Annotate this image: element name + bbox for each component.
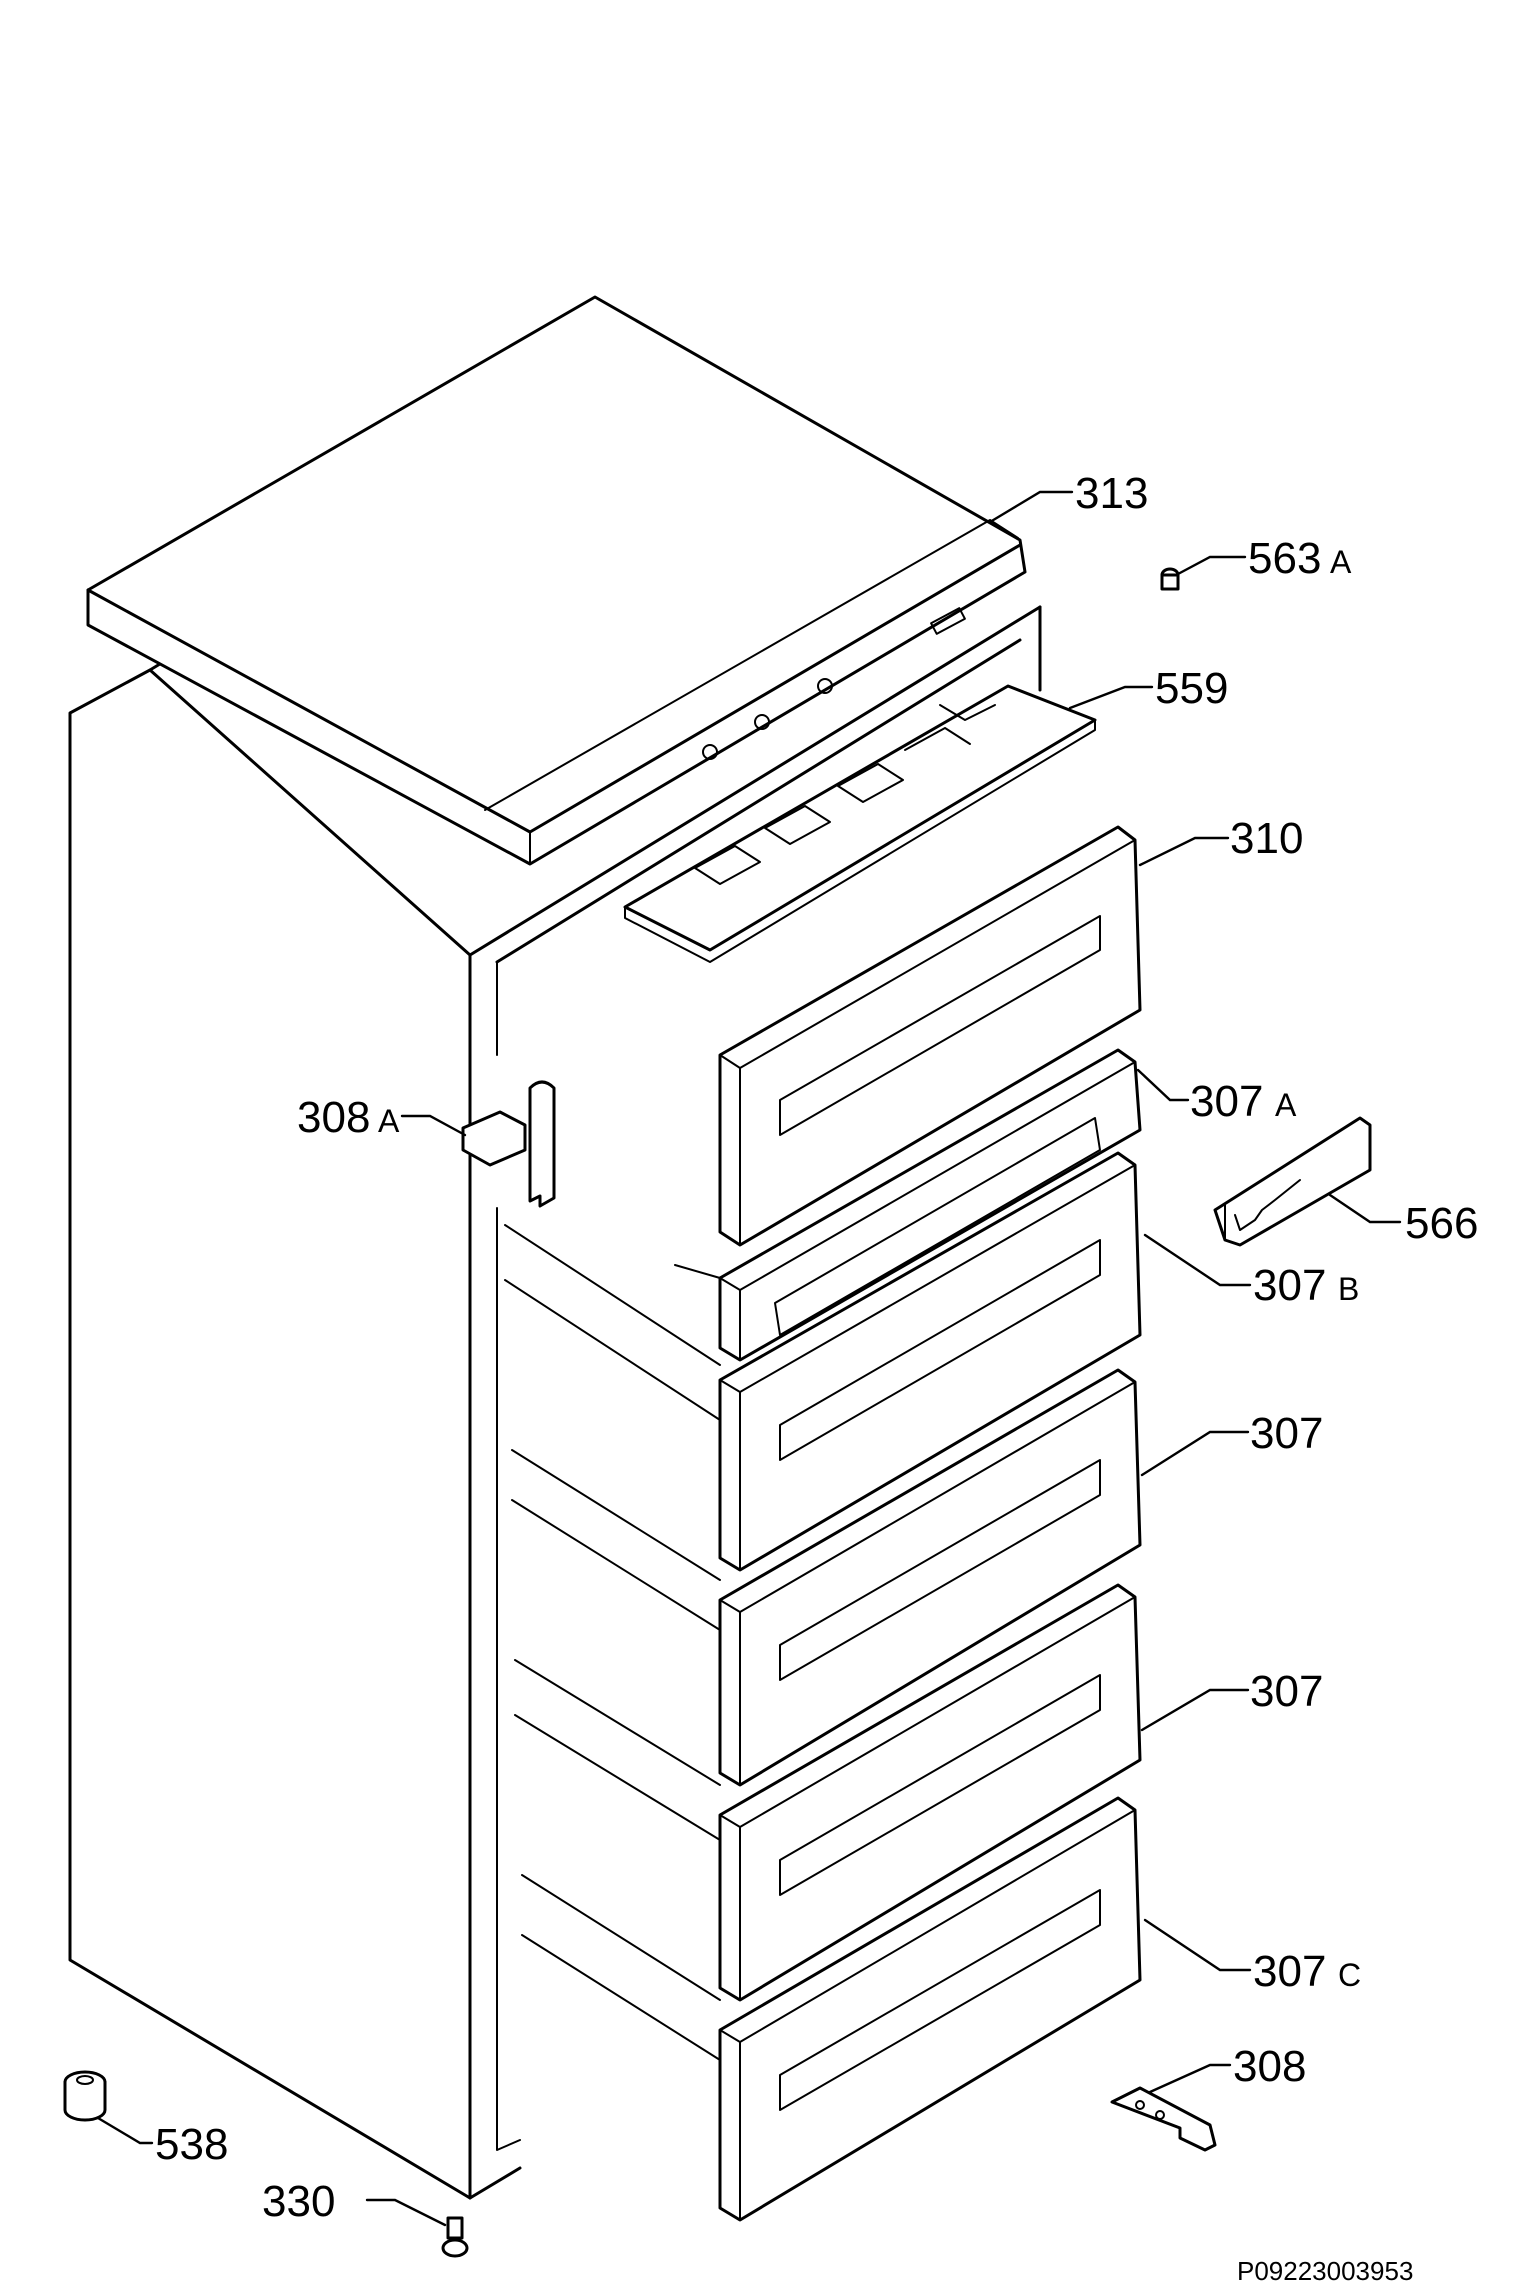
drawer-307-lower xyxy=(718,1583,1142,2002)
callout-307B: 307 xyxy=(1253,1261,1326,1310)
callout-559: 559 xyxy=(1155,664,1228,713)
drawer-307B xyxy=(718,1151,1142,1572)
drawer-307C xyxy=(718,1796,1142,2222)
callout-310: 310 xyxy=(1230,814,1303,863)
freezer-cabinet xyxy=(68,388,1042,2200)
callout-307B-suffix: B xyxy=(1338,1271,1359,1307)
control-panel-insert xyxy=(623,684,1097,963)
callout-330: 330 xyxy=(262,2177,335,2226)
callout-308: 308 xyxy=(1233,2042,1306,2091)
plug-563A xyxy=(1160,567,1180,591)
hinge-308A xyxy=(461,1080,556,1208)
callout-538: 538 xyxy=(155,2120,228,2169)
callout-307A-suffix: A xyxy=(1275,1087,1297,1123)
drawer-307-upper xyxy=(718,1368,1142,1787)
callout-307A: 307 xyxy=(1190,1077,1263,1126)
callout-307-lower: 307 xyxy=(1250,1667,1323,1716)
callout-308A: 308 xyxy=(297,1093,370,1142)
callout-307C-suffix: C xyxy=(1338,1957,1361,1993)
drawer-307A xyxy=(674,1048,1142,1362)
callout-566: 566 xyxy=(1405,1199,1478,1248)
hinge-plate-308 xyxy=(1110,2086,1217,2152)
drawing-code: P09223003953 xyxy=(1237,2256,1413,2286)
callout-307-upper: 307 xyxy=(1250,1409,1323,1458)
callout-563A: 563 xyxy=(1248,534,1321,583)
drawer-flap-310 xyxy=(718,825,1142,1247)
leader-lines xyxy=(96,490,1402,2227)
callout-308A-suffix: A xyxy=(378,1103,400,1139)
callout-labels: 313 563 A 559 310 307 A 308 A 566 307 B … xyxy=(155,469,1478,2226)
screw-330 xyxy=(441,2216,469,2258)
top-cover-lid xyxy=(86,295,1027,866)
ice-tray-566 xyxy=(1213,1116,1372,1247)
callout-307C: 307 xyxy=(1253,1947,1326,1996)
callout-313: 313 xyxy=(1075,469,1148,518)
foot-538 xyxy=(63,2070,107,2122)
callout-563A-suffix: A xyxy=(1330,544,1352,580)
